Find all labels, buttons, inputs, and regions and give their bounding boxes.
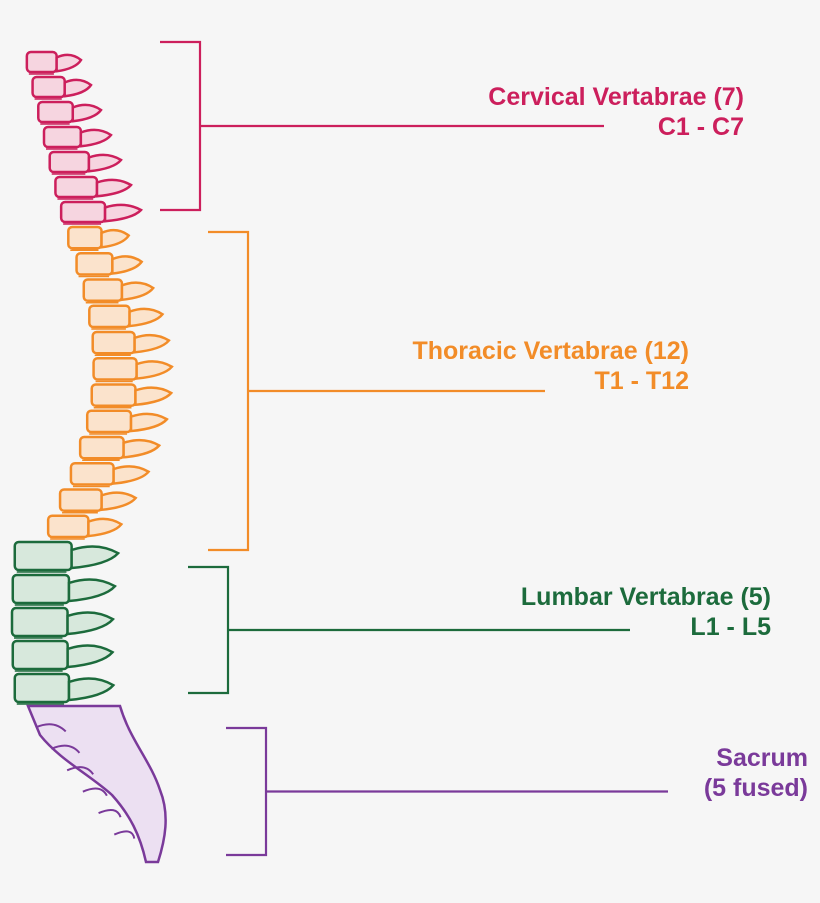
vertebra-process: [112, 465, 151, 485]
cervical-name: Cervical Vertabrae (7): [488, 83, 744, 111]
vertebra-process: [111, 255, 144, 275]
vertebra-process: [128, 307, 165, 328]
vertebra-process: [120, 281, 156, 302]
vertebra-process: [66, 611, 115, 636]
thoracic-range: T1 - T12: [594, 367, 689, 395]
vertebra-process: [87, 153, 123, 173]
vertebra-body: [13, 672, 71, 704]
sacrum-label: Sacrum (5 fused): [704, 743, 808, 803]
sacrum-ridge: [35, 723, 67, 733]
sacrum-segment: [26, 704, 167, 864]
vertebra-process: [103, 203, 143, 223]
vertebra-body: [88, 304, 131, 329]
vertebra-process: [100, 228, 131, 249]
vertebra-body: [11, 573, 71, 605]
vertebra-process: [70, 545, 121, 570]
cervical-range: C1 - C7: [657, 113, 744, 141]
vertebra-body: [25, 50, 58, 74]
thoracic-bracket: [208, 230, 545, 552]
vertebra-body: [58, 488, 103, 512]
vertebra-body: [10, 606, 69, 638]
lumbar-label: Lumbar Vertabrae (5) L1 - L5: [521, 582, 771, 642]
vertebra-process: [135, 360, 174, 380]
vertebra-process: [67, 578, 117, 603]
vertebra-body: [13, 540, 73, 572]
lumbar-bracket: [188, 565, 630, 695]
vertebra-body: [91, 330, 136, 355]
vertebra-body: [85, 409, 133, 434]
sacrum-ridge: [82, 787, 108, 797]
lumbar-segment: [10, 540, 121, 705]
vertebra-process: [67, 677, 116, 702]
vertebra-body: [11, 639, 69, 671]
region-brackets: [160, 40, 668, 857]
cervical-bracket: [160, 40, 604, 212]
vertebra-process: [133, 333, 171, 354]
vertebra-body: [78, 435, 125, 460]
vertebra-body: [37, 100, 75, 124]
vertebra-body: [42, 125, 83, 149]
sacrum-bone: [26, 704, 167, 864]
vertebra-body: [46, 514, 90, 539]
vertebra-body: [69, 462, 115, 486]
sacrum-bracket: [226, 726, 668, 857]
vertebra-process: [71, 103, 103, 123]
vertebra-process: [63, 78, 93, 98]
vertebra-process: [122, 438, 162, 459]
vertebra-process: [95, 178, 133, 198]
vertebra-process: [134, 386, 174, 407]
vertebra-body: [54, 175, 99, 199]
vertebra-process: [55, 53, 83, 73]
vertebra-process: [66, 644, 115, 669]
spine-column: [10, 50, 174, 864]
vertebra-body: [90, 383, 137, 407]
vertebra-body: [82, 278, 124, 302]
sacrum-range: (5 fused): [703, 774, 808, 802]
sacrum-ridge: [51, 744, 81, 754]
vertebra-process: [100, 491, 138, 512]
thoracic-segment: [46, 225, 174, 540]
sacrum-ridge: [98, 808, 122, 818]
vertebra-body: [31, 75, 66, 99]
lumbar-name: Lumbar Vertabrae (5): [520, 583, 771, 611]
cervical-label: Cervical Vertabrae (7) C1 - C7: [488, 82, 744, 142]
sacrum-ridge: [113, 830, 136, 839]
vertebra-process: [79, 128, 113, 148]
vertebra-process: [129, 412, 169, 433]
cervical-segment: [25, 50, 143, 225]
vertebra-body: [59, 200, 107, 224]
thoracic-label: Thoracic Vertabrae (12) T1 - T12: [412, 336, 689, 396]
lumbar-range: L1 - L5: [690, 613, 771, 641]
vertebra-body: [67, 225, 103, 250]
thoracic-name: Thoracic Vertabrae (12): [412, 337, 689, 365]
vertebra-body: [75, 252, 114, 276]
vertebra-body: [48, 150, 91, 174]
sacrum-ridge: [66, 766, 94, 775]
vertebra-process: [87, 517, 124, 538]
vertebra-body: [92, 357, 138, 381]
sacrum-name: Sacrum: [716, 744, 808, 772]
